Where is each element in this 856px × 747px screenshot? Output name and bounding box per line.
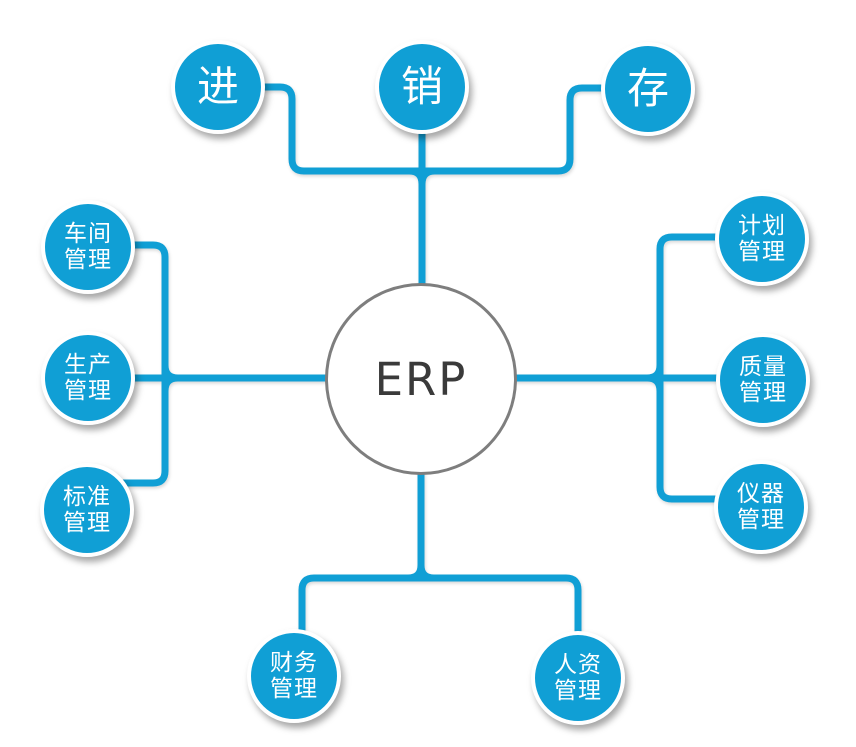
node-purchase-label: 进: [196, 62, 239, 111]
connector-right-bus: [656, 233, 726, 503]
connector-left-fillet-bottom: [161, 374, 179, 392]
connector-top-fillet-right: [418, 167, 436, 185]
node-production-management: 生产 管理: [41, 331, 135, 425]
node-planning-management: 计划 管理: [715, 192, 809, 286]
node-standards-management-label: 标准 管理: [63, 484, 111, 536]
connector-right-fillet-bottom: [646, 374, 664, 392]
node-production-management-label: 生产 管理: [64, 352, 112, 404]
node-instrument-management-label: 仪器 管理: [737, 481, 785, 533]
node-sales: 销: [375, 40, 469, 134]
node-sales-label: 销: [400, 62, 443, 111]
node-hr-management-label: 人资 管理: [554, 652, 602, 704]
node-hr-management: 人资 管理: [531, 631, 625, 725]
node-inventory: 存: [601, 42, 695, 136]
node-standards-management: 标准 管理: [40, 463, 134, 557]
node-workshop-management: 车间 管理: [41, 200, 135, 294]
node-quality-management-label: 质量 管理: [739, 354, 787, 406]
node-planning-management-label: 计划 管理: [738, 213, 786, 265]
connector-bottom-fillet-right: [417, 564, 435, 582]
connector-bottom-bus: [298, 574, 582, 638]
node-purchase: 进: [171, 40, 265, 134]
node-finance-management: 财务 管理: [247, 629, 341, 723]
connector-left-bus: [120, 241, 169, 487]
node-inventory-label: 存: [626, 64, 669, 113]
center-node-erp-label: ERP: [374, 352, 468, 406]
node-instrument-management: 仪器 管理: [714, 460, 808, 554]
center-node-erp: ERP: [325, 283, 517, 475]
node-workshop-management-label: 车间 管理: [64, 221, 112, 273]
node-quality-management: 质量 管理: [716, 333, 810, 427]
node-finance-management-label: 财务 管理: [270, 650, 318, 702]
